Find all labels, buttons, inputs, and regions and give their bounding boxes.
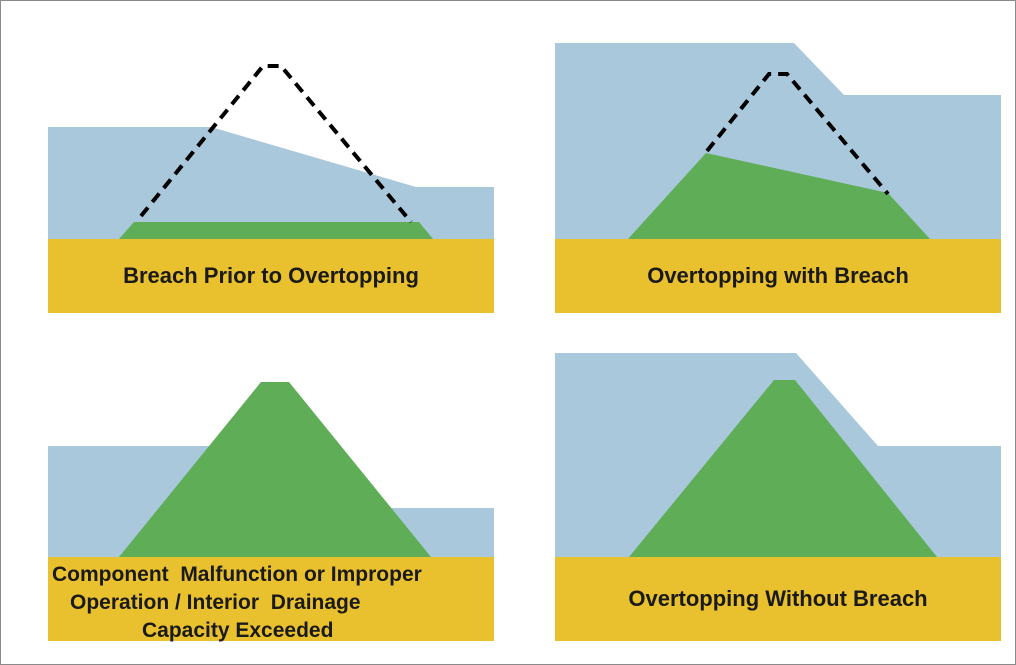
label-line-3: Capacity Exceeded bbox=[142, 619, 334, 642]
panel-3-embankment bbox=[119, 382, 431, 557]
label-overtopping-without-breach: Overtopping Without Breach bbox=[628, 586, 928, 611]
panel-component-malfunction bbox=[48, 382, 494, 641]
label-breach-prior-to-overtopping: Breach Prior to Overtopping bbox=[123, 263, 419, 288]
panel-breach-prior bbox=[48, 64, 494, 313]
panel-1-breached-embankment bbox=[119, 222, 433, 239]
panel-1-water bbox=[48, 127, 494, 239]
panel-2-ground bbox=[555, 239, 1001, 313]
panel-overtopping-breach bbox=[555, 43, 1001, 313]
panel-1-ground bbox=[48, 239, 494, 313]
panel-2-breached-embankment bbox=[628, 153, 930, 239]
panel-overtopping-without-breach bbox=[555, 353, 1001, 641]
panel-4-embankment bbox=[629, 380, 937, 557]
panel-3-ground bbox=[48, 557, 494, 641]
label-component-malfunction: Component Malfunction or Improper Operat… bbox=[48, 561, 494, 642]
label-line-2: Operation / Interior Drainage bbox=[70, 591, 361, 614]
label-line-1: Component Malfunction or Improper bbox=[52, 563, 422, 586]
label-overtopping-with-breach: Overtopping with Breach bbox=[647, 263, 909, 288]
panel-1-original-embankment-outline bbox=[139, 64, 413, 224]
panel-4-ground bbox=[555, 557, 1001, 641]
panel-2-water bbox=[555, 43, 1001, 239]
